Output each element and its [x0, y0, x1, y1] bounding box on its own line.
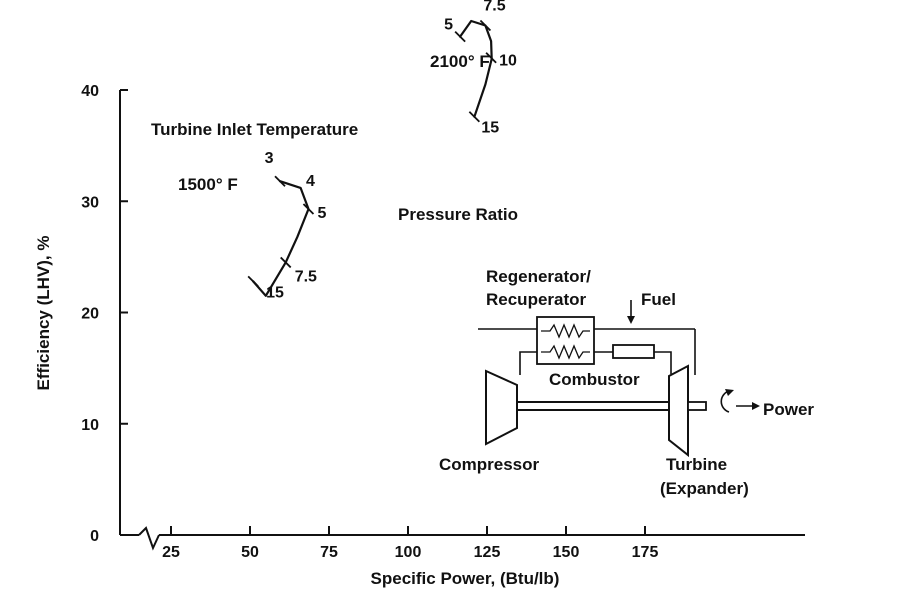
- pressure-ratio-label: 3: [265, 150, 274, 167]
- pressure-ratio-label: 15: [266, 284, 284, 301]
- x-tick-label: 25: [162, 544, 180, 561]
- pressure-ratio-tick: [485, 52, 497, 64]
- turbine-shape: [668, 364, 689, 458]
- expander-label: (Expander): [660, 479, 749, 498]
- pressure-ratio-tick: [479, 19, 492, 32]
- gas-turbine-schematic: Regenerator/ Recuperator Fuel Combustor …: [439, 267, 814, 498]
- y-axis-label: Efficiency (LHV), %: [34, 236, 53, 391]
- pressure-ratio-tick: [468, 111, 480, 123]
- y-tick-label: 10: [81, 417, 99, 434]
- combustor-to-turbine-duct: [654, 351, 672, 374]
- x-axis-break: [138, 526, 160, 551]
- y-tick-label: 30: [81, 194, 99, 211]
- x-tick-label: 100: [395, 544, 422, 561]
- fuel-arrow-icon: [627, 316, 635, 324]
- power-label: Power: [763, 400, 814, 419]
- y-tick-label: 0: [90, 528, 99, 545]
- series-line-0: [252, 180, 310, 297]
- compressor-label: Compressor: [439, 455, 540, 474]
- y-tick-label: 20: [81, 306, 99, 323]
- x-tick-label: 75: [320, 544, 338, 561]
- compressor-to-regenerator-duct: [519, 351, 537, 375]
- x-tick-label: 150: [553, 544, 580, 561]
- pressure-ratio-label: 10: [499, 53, 517, 70]
- regenerator-coil-bottom: [541, 344, 590, 360]
- rotation-arrow-icon: [720, 390, 730, 413]
- pressure-ratio-tick: [280, 256, 292, 269]
- compressor-shape: [485, 369, 518, 446]
- fuel-label: Fuel: [641, 290, 676, 309]
- combustor-label: Combustor: [549, 370, 640, 389]
- pressure-ratio-label: 5: [444, 17, 453, 34]
- pressure-ratio-label: 15: [481, 120, 499, 137]
- output-shaft: [687, 401, 707, 411]
- regenerator-coil-top: [541, 323, 590, 339]
- combustor-box: [612, 344, 655, 359]
- x-axis-label: Specific Power, (Btu/lb): [371, 569, 560, 588]
- x-tick-label: 175: [632, 544, 659, 561]
- pressure-ratio-tick: [454, 30, 466, 43]
- turbine-inlet-temperature-title: Turbine Inlet Temperature: [151, 120, 358, 139]
- pressure-ratio-tick: [302, 203, 315, 215]
- pressure-ratio-label: 7.5: [295, 268, 317, 285]
- x-tick-label: 125: [474, 544, 501, 561]
- pressure-ratio-tick: [274, 175, 286, 187]
- pressure-ratio-label: 4: [306, 173, 315, 190]
- rotation-arrowhead-icon: [725, 389, 734, 396]
- x-axis-ticks: 25 50 75 100 125 150 175: [162, 526, 658, 561]
- power-arrow-icon: [752, 402, 760, 410]
- regenerator-label: Regenerator/: [486, 267, 591, 286]
- x-tick-label: 50: [241, 544, 259, 561]
- series-line-1: [459, 19, 493, 118]
- y-tick-label: 40: [81, 83, 99, 100]
- pressure-ratio-label: 5: [317, 205, 326, 222]
- pressure-ratio-label: 7.5: [483, 0, 505, 14]
- pressure-ratio-title: Pressure Ratio: [398, 205, 518, 224]
- regenerator-box: [536, 316, 595, 365]
- pressure-ratio-tick: [247, 275, 259, 287]
- turbine-label: Turbine: [666, 455, 727, 474]
- recuperator-label: Recuperator: [486, 290, 587, 309]
- series-1500f-label: 1500° F: [178, 175, 238, 194]
- y-axis-ticks: 0 10 20 30 40: [81, 83, 128, 545]
- series-2100f-label: 2100° F: [430, 52, 490, 71]
